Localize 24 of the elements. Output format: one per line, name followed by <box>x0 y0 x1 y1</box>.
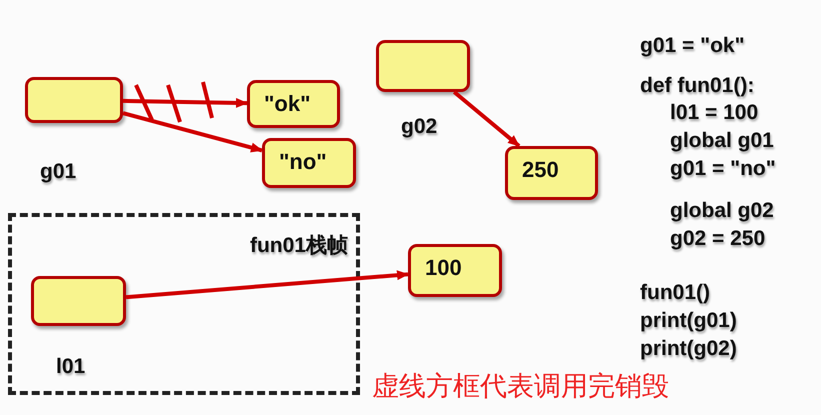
code-line: g01 = "ok" <box>640 34 745 58</box>
note-text: 虚线方框代表调用完销毁 <box>372 370 669 403</box>
value-text: "no" <box>279 149 327 175</box>
code-line: fun01() <box>640 281 710 305</box>
code-line: l01 = 100 <box>670 101 758 125</box>
code-line: global g01 <box>670 129 774 153</box>
code-line: print(g01) <box>640 309 737 333</box>
code-line: g02 = 250 <box>670 227 766 251</box>
frame-title: fun01栈帧 <box>250 233 348 259</box>
variable-name: g01 <box>40 160 76 184</box>
code-line: def fun01(): <box>640 74 754 98</box>
value-text: 250 <box>522 157 559 183</box>
value-text: "ok" <box>264 91 311 117</box>
code-line: global g02 <box>670 199 774 223</box>
variable-name: l01 <box>56 355 86 379</box>
code-line: g01 = "no" <box>670 157 776 181</box>
value-box <box>505 146 598 200</box>
value-text: 100 <box>425 255 462 281</box>
code-line: print(g02) <box>640 337 737 361</box>
variable-name: g02 <box>401 115 438 139</box>
stack-frame-box <box>8 213 360 395</box>
value-box <box>262 138 356 188</box>
value-box <box>247 80 340 128</box>
value-box <box>408 244 502 297</box>
